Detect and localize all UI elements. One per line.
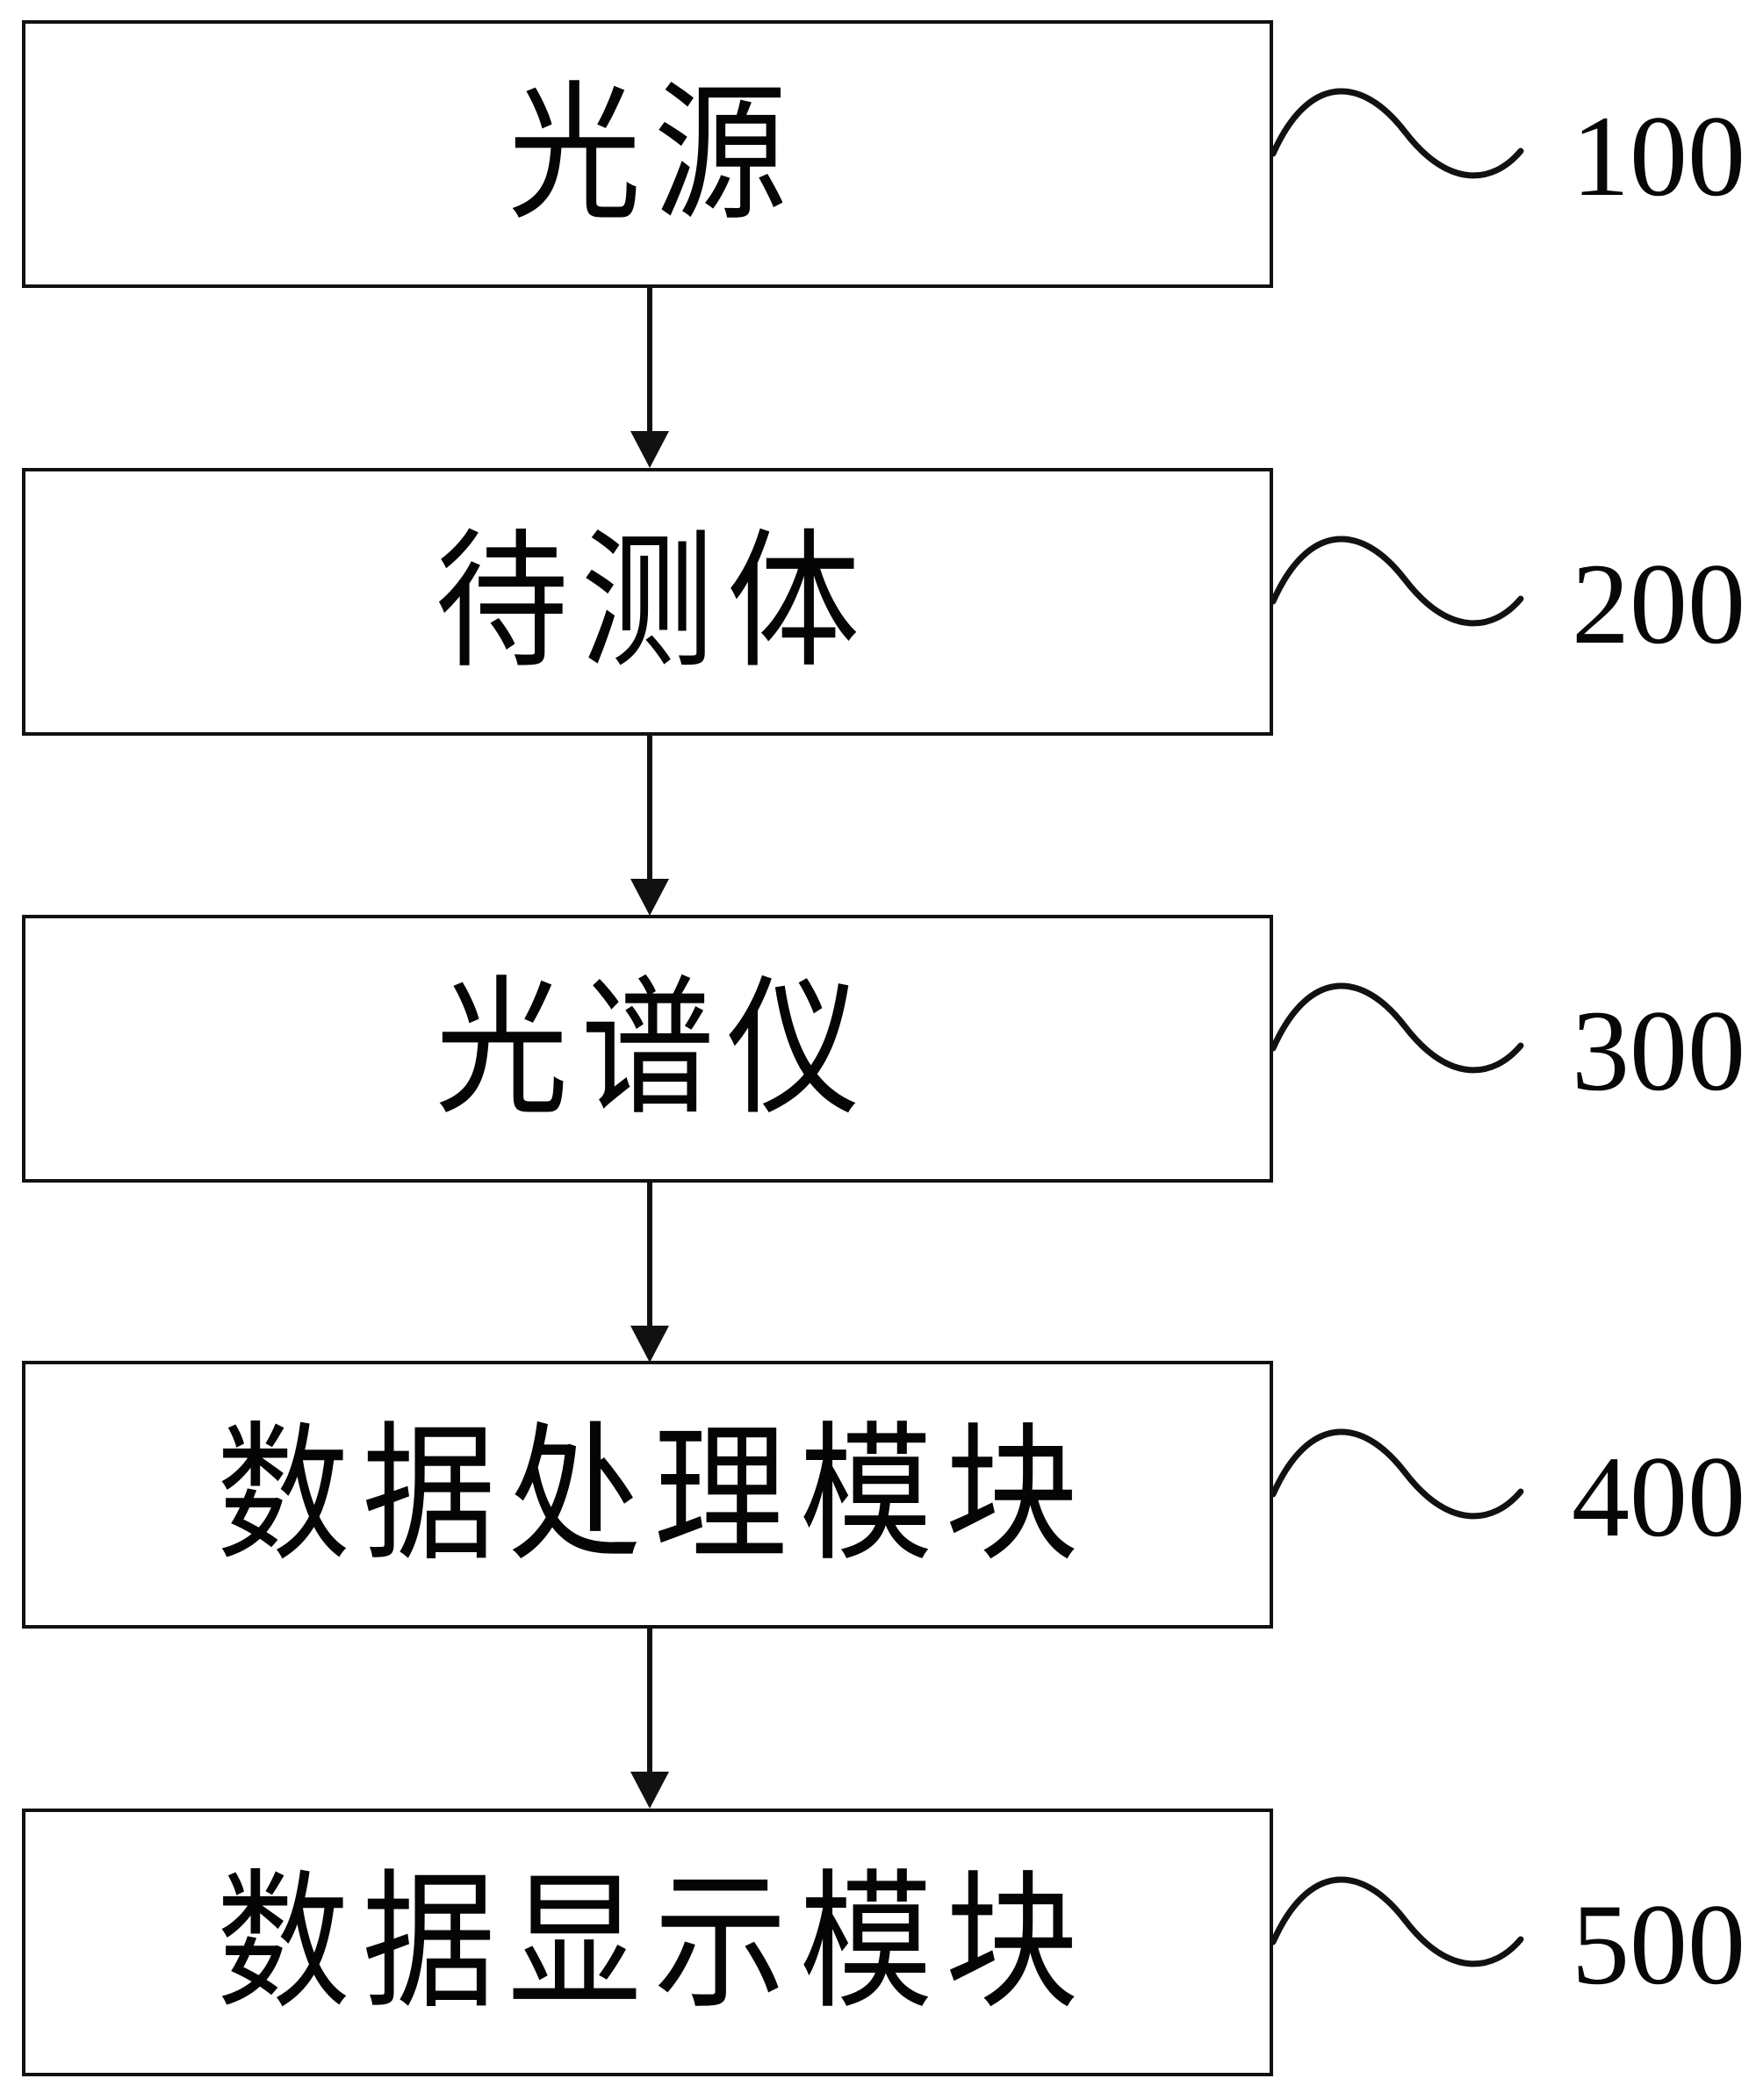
leader-line-5 xyxy=(1270,1876,1524,1967)
flow-arrow-2 xyxy=(630,736,669,916)
flow-node-3-label: 光谱仪 xyxy=(435,960,873,1136)
flow-arrow-4 xyxy=(630,1629,669,1809)
reference-number-2: 200 xyxy=(1572,539,1745,668)
flow-node-1-label: 光源 xyxy=(507,66,800,241)
flow-node-1: 光源 xyxy=(22,20,1273,288)
flow-arrow-1 xyxy=(630,288,669,468)
reference-number-5: 500 xyxy=(1572,1880,1745,2009)
leader-line-4 xyxy=(1270,1428,1524,1520)
flow-node-3: 光谱仪 xyxy=(22,915,1273,1183)
reference-number-3: 300 xyxy=(1572,986,1745,1115)
reference-number-1: 100 xyxy=(1572,91,1745,220)
leader-line-1 xyxy=(1270,88,1524,179)
leader-line-3 xyxy=(1270,982,1524,1074)
flow-node-2: 待测体 xyxy=(22,468,1273,736)
flow-node-2-label: 待测体 xyxy=(435,514,873,689)
flow-node-4-label: 数据处理模块 xyxy=(216,1406,1091,1582)
flow-node-4: 数据处理模块 xyxy=(22,1361,1273,1629)
flow-arrow-3 xyxy=(630,1183,669,1363)
leader-line-2 xyxy=(1270,536,1524,627)
flow-node-5-label: 数据显示模块 xyxy=(216,1854,1091,2030)
reference-number-4: 400 xyxy=(1572,1432,1745,1561)
flow-node-5: 数据显示模块 xyxy=(22,1809,1273,2076)
